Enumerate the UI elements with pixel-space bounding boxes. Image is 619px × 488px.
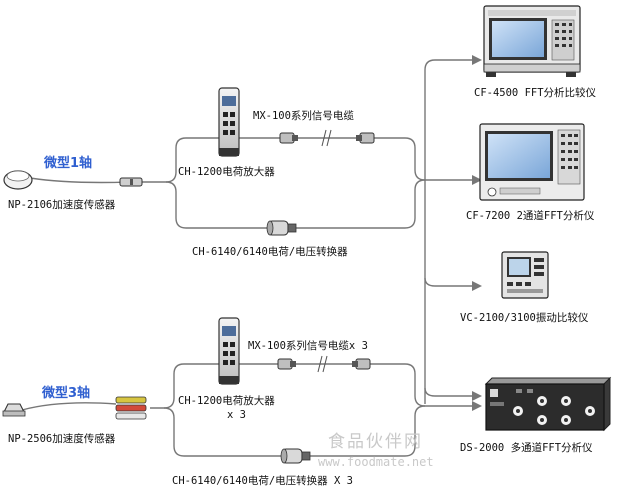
sensor3-model-label: NP-2506加速度传感器 [8, 432, 116, 445]
arrow-ds2000-lower [472, 401, 482, 411]
cable-connectors-top [279, 129, 375, 147]
cable-bottom-label: MX-100系列信号电缆x 3 [248, 339, 368, 352]
watermark-cn: 食品伙伴网 [328, 432, 423, 452]
bus-to-cf4500 [424, 59, 472, 180]
converter-top-label: CH-6140/6140电荷/电压转换器 [192, 245, 348, 258]
sensor3-title: 微型3轴 [41, 385, 90, 401]
amp-top-label: CH-1200电荷放大器 [178, 165, 275, 178]
sensor-np2506 [2, 396, 147, 420]
top-lower-route [165, 179, 426, 229]
device-cf7200 [479, 123, 585, 201]
amplifier-top [218, 87, 240, 157]
sensor1-model-label: NP-2106加速度传感器 [8, 198, 116, 211]
sensor-np2106 [3, 170, 143, 190]
arrow-cf7200 [472, 175, 482, 185]
cable-top-label: MX-100系列信号电缆 [253, 109, 354, 122]
arrow-ds2000-upper [472, 391, 482, 401]
amp-bottom-label: CH-1200电荷放大器 [178, 394, 275, 407]
device-vc2100 [501, 251, 549, 299]
converter-bottom-label: CH-6140/6140电荷/电压转换器 X 3 [172, 474, 353, 487]
device-ds2000 [484, 376, 612, 432]
watermark-en: www.foodmate.net [318, 455, 434, 469]
amp-bottom-qty: x 3 [227, 409, 246, 421]
bus-to-ds2000 [424, 387, 472, 397]
device-vc2100-label: VC-2100/3100振动比较仪 [460, 311, 589, 324]
arrowheads [472, 55, 482, 411]
converter-bottom [280, 448, 311, 464]
bus-to-vc2100 [424, 277, 472, 287]
device-cf4500 [483, 5, 581, 77]
arrow-cf4500 [472, 55, 482, 65]
arrow-vc2100 [472, 281, 482, 291]
sensor3-cable [21, 402, 117, 411]
converter-top [266, 220, 297, 236]
device-cf7200-label: CF-7200 2通道FFT分析仪 [466, 209, 595, 222]
sensor1-title: 微型1轴 [43, 155, 92, 171]
cable-connectors-bottom [277, 355, 371, 373]
amplifier-bottom [218, 317, 240, 385]
device-ds2000-label: DS-2000 多通道FFT分析仪 [460, 441, 593, 454]
device-cf4500-label: CF-4500 FFT分析比较仪 [474, 86, 597, 99]
sensor1-cable [29, 177, 131, 184]
